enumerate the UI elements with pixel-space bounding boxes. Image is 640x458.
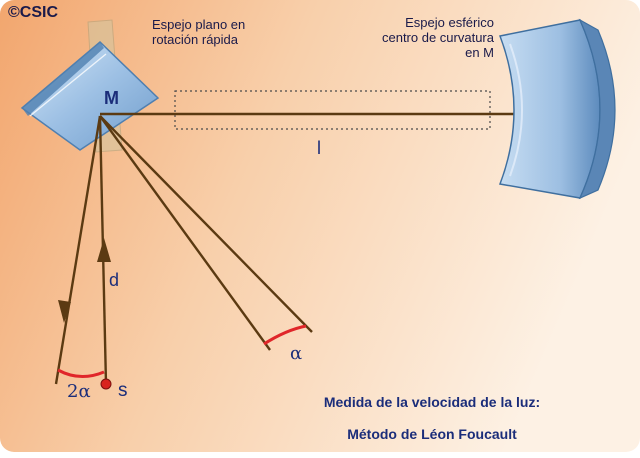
- reflected-ray: [54, 115, 102, 385]
- copyright-label: ©CSIC: [8, 4, 59, 21]
- rotating-plane-mirror: [20, 40, 160, 151]
- deflected-ray-1: [99, 115, 271, 351]
- diagram-caption: Medida de la velocidad de la luz: Método…: [262, 378, 602, 458]
- plane-mirror-label: Espejo plano en rotación rápida: [152, 17, 246, 47]
- point-m-label: M: [104, 88, 119, 108]
- angle-two-alpha-label: 2α: [67, 381, 91, 402]
- distance-l-label: l: [317, 138, 321, 158]
- two-alpha-arc: [57, 368, 105, 378]
- caption-line-1: Medida de la velocidad de la luz:: [323, 394, 541, 411]
- distance-d-label: d: [109, 270, 120, 290]
- caption-line-2: Método de Léon Foucault: [347, 426, 517, 443]
- deflected-ray-2: [99, 115, 313, 333]
- spherical-mirror: [498, 18, 616, 200]
- distance-box: [174, 90, 491, 130]
- arrow-down-icon: [58, 300, 71, 323]
- source-label: s: [118, 380, 128, 401]
- angle-alpha-label: α: [290, 343, 303, 364]
- alpha-arc: [263, 324, 307, 346]
- spherical-mirror-label: Espejo esférico centro de curvatura en M: [381, 15, 494, 60]
- source-dot: [100, 378, 112, 390]
- arrow-up-icon: [97, 238, 111, 262]
